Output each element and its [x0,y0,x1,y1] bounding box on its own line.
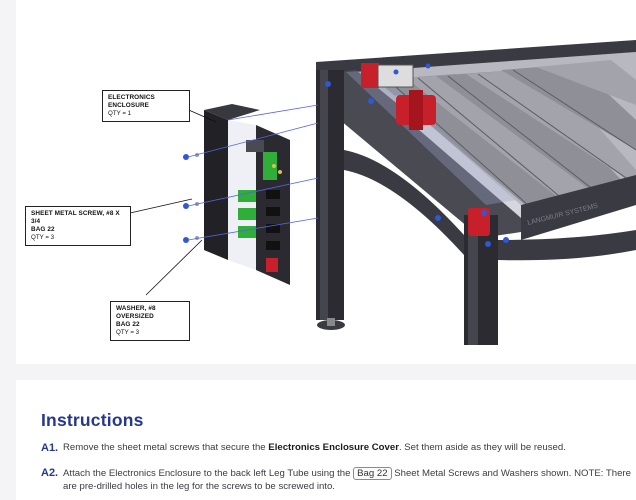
callout-electronics-enclosure: ELECTRONICS ENCLOSURE QTY = 1 [102,90,190,122]
callout-qty: QTY = 3 [116,329,140,336]
electronics-enclosure [204,104,290,285]
callout-title: ELECTRONICS ENCLOSURE [108,94,155,109]
step-text-post: Sheet Metal Screws and Washers shown. NO… [63,468,631,492]
instructions-heading: Instructions [41,410,144,430]
alignment-lines [187,104,319,241]
callout-title: WASHER, #8 OVERSIZED [116,305,156,320]
step-a1: A1. Remove the sheet metal screws that s… [41,442,631,455]
step-text-post: . Set them aside as they will be reused. [398,442,566,453]
callout-washer: WASHER, #8 OVERSIZED BAG 22 QTY = 3 [110,301,190,341]
step-text-pre: Remove the sheet metal screws that secur… [63,442,269,453]
instructions-section: Instructions A1. Remove the sheet metal … [16,380,636,500]
arch-brace [344,150,464,255]
step-number: A1. [41,442,59,454]
callout-sheet-metal-screw: SHEET METAL SCREW, #8 X 3/4 BAG 22 QTY =… [25,206,131,246]
step-text-bold: Electronics Enclosure Cover [268,442,399,453]
red-clamp [361,63,490,236]
bag-tag: Bag 22 [353,467,392,480]
step-a2: A2. Attach the Electronics Enclosure to … [41,467,631,493]
step-text-pre: Attach the Electronics Enclosure to the … [63,468,354,479]
step-text: Remove the sheet metal screws that secur… [63,442,631,455]
callout-qty: QTY = 3 [31,234,55,241]
assembly-illustration: LANGMUIR SYSTEMS [129,40,636,345]
assembly-figure: LANGMUIR SYSTEMS [16,0,636,364]
back-left-leg [316,70,345,330]
callout-title-bag: BAG 22 [31,226,55,233]
callout-title: SHEET METAL SCREW, #8 X 3/4 [31,210,120,225]
leader-lines [129,99,217,296]
step-number: A2. [41,467,59,479]
bolt-heads [325,63,509,247]
screw-washer-set [183,153,199,243]
side-rail [521,175,636,240]
step-text: Attach the Electronics Enclosure to the … [63,467,631,493]
front-left-leg [464,215,498,345]
front-rail [316,70,521,238]
callout-title-bag: BAG 22 [116,321,140,328]
callout-qty: QTY = 1 [108,110,132,117]
